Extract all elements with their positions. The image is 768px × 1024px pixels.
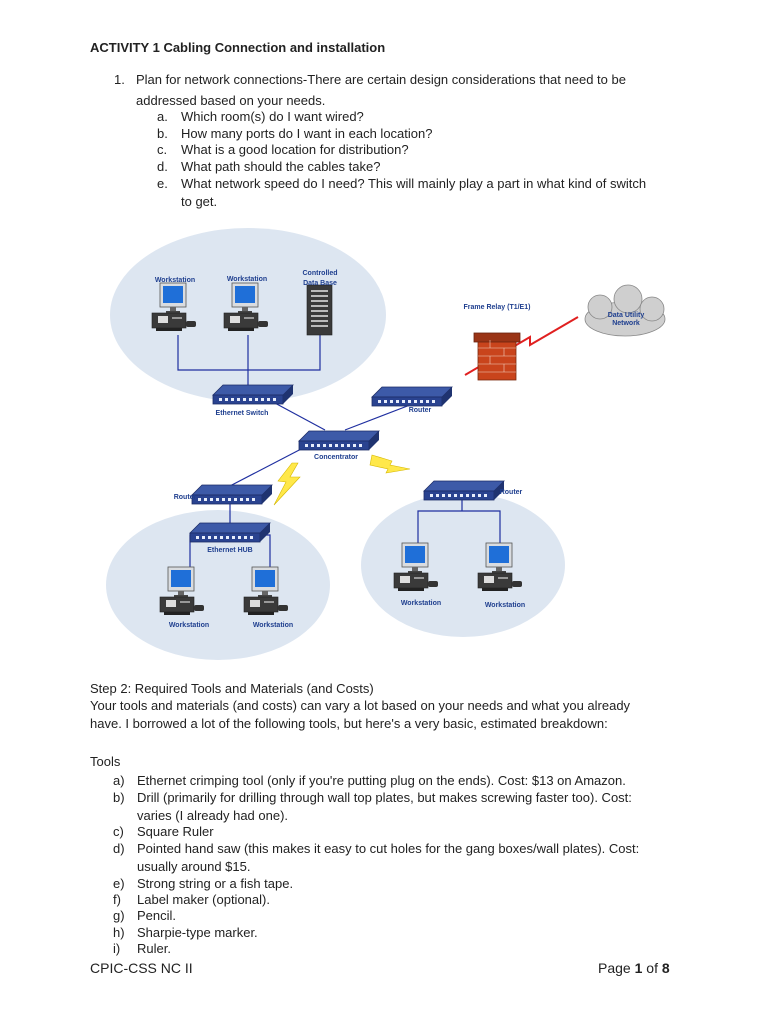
footer-course: CPIC-CSS NC II — [90, 960, 193, 976]
step2-heading: Step 2: Required Tools and Materials (an… — [90, 681, 374, 696]
tool-item-text: Drill (primarily for drilling through wa… — [137, 790, 632, 805]
lan-bubble-left — [106, 510, 330, 660]
plan-item-letter: b. — [157, 126, 168, 141]
label-workstation-6: Workstation — [485, 602, 525, 609]
router-top-icon — [371, 386, 453, 407]
footer-page-number: Page 1 of 8 — [598, 960, 670, 976]
tool-item-text: Ethernet crimping tool (only if you're p… — [137, 773, 626, 788]
label-concentrator: Concentrator — [314, 454, 358, 461]
label-workstation-2: Workstation — [227, 276, 267, 283]
tool-item-continuation: varies (I already had one). — [137, 808, 289, 823]
label-workstation-1: Workstation — [155, 277, 195, 284]
tool-item-letter: c) — [113, 824, 124, 839]
page-title: ACTIVITY 1 Cabling Connection and instal… — [90, 40, 386, 55]
lightning-left-icon — [273, 462, 301, 506]
tool-item-text: Sharpie-type marker. — [137, 925, 258, 940]
firewall-icon — [473, 332, 521, 381]
plan-line-1: Plan for network connections-There are c… — [136, 72, 626, 87]
label-router-left: Router — [174, 494, 197, 501]
label-cloud-2: Network — [612, 320, 640, 327]
label-cloud-1: Data Utility — [608, 312, 645, 319]
tool-item-text: Label maker (optional). — [137, 892, 270, 907]
plan-item-letter: e. — [157, 176, 168, 191]
label-frame-relay: Frame Relay (T1/E1) — [464, 304, 531, 311]
tool-item-letter: g) — [113, 908, 125, 923]
plan-number: 1. — [114, 72, 125, 87]
label-database-1: Controlled — [303, 270, 338, 277]
plan-item-text: How many ports do I want in each locatio… — [181, 126, 433, 141]
label-router-right: Router — [500, 489, 523, 496]
footer-of-word: of — [646, 960, 658, 976]
router-left-icon — [191, 484, 273, 505]
tool-item-letter: e) — [113, 876, 125, 891]
plan-item-letter: c. — [157, 142, 168, 157]
label-ethernet-switch: Ethernet Switch — [216, 410, 269, 417]
network-diagram: Workstation Workstation Controlled Data … — [106, 228, 666, 660]
step2-paragraph-2: have. I borrowed a lot of the following … — [90, 716, 608, 731]
tool-item-letter: a) — [113, 773, 125, 788]
label-workstation-3: Workstation — [169, 622, 209, 629]
tool-item-text: Pointed hand saw (this makes it easy to … — [137, 841, 640, 856]
tool-item-letter: d) — [113, 841, 125, 856]
label-database-2: Data Base — [303, 280, 337, 287]
tool-item-text: Pencil. — [137, 908, 177, 923]
router-right-icon — [423, 480, 505, 501]
plan-item-text: What path should the cables take? — [181, 159, 381, 174]
concentrator-icon — [298, 430, 380, 451]
label-workstation-5: Workstation — [401, 600, 441, 607]
label-ethernet-hub: Ethernet HUB — [207, 547, 253, 554]
tool-item-text: Square Ruler — [137, 824, 214, 839]
footer-total-pages: 8 — [661, 960, 670, 976]
cloud-icon — [584, 284, 666, 337]
tool-item-text: Strong string or a fish tape. — [137, 876, 294, 891]
plan-item-letter: a. — [157, 109, 168, 124]
tool-item-letter: i) — [113, 941, 121, 956]
plan-item-letter: d. — [157, 159, 168, 174]
label-workstation-4: Workstation — [253, 622, 293, 629]
label-router-top: Router — [409, 407, 432, 414]
plan-item-text: What is a good location for distribution… — [181, 142, 409, 157]
tool-item-letter: f) — [113, 892, 121, 907]
plan-item-text: Which room(s) do I want wired? — [181, 109, 364, 124]
tools-heading: Tools — [90, 754, 121, 769]
lightning-right-icon — [369, 454, 411, 474]
tool-item-letter: h) — [113, 925, 125, 940]
tool-item-text: Ruler. — [137, 941, 171, 956]
ethernet-hub-icon — [189, 522, 271, 543]
lan-bubble-right — [361, 493, 565, 637]
plan-item-text: What network speed do I need? This will … — [181, 176, 647, 191]
tool-item-continuation: usually around $15. — [137, 859, 251, 874]
plan-line-2: addressed based on your needs. — [136, 93, 326, 108]
step2-paragraph-1: Your tools and materials (and costs) can… — [90, 698, 631, 713]
footer-page-word: Page — [598, 960, 631, 976]
footer-current-page: 1 — [634, 960, 643, 976]
database-server-icon — [306, 284, 333, 336]
tool-item-letter: b) — [113, 790, 125, 805]
plan-item-continuation: to get. — [181, 194, 218, 209]
ethernet-switch-icon — [212, 384, 294, 405]
